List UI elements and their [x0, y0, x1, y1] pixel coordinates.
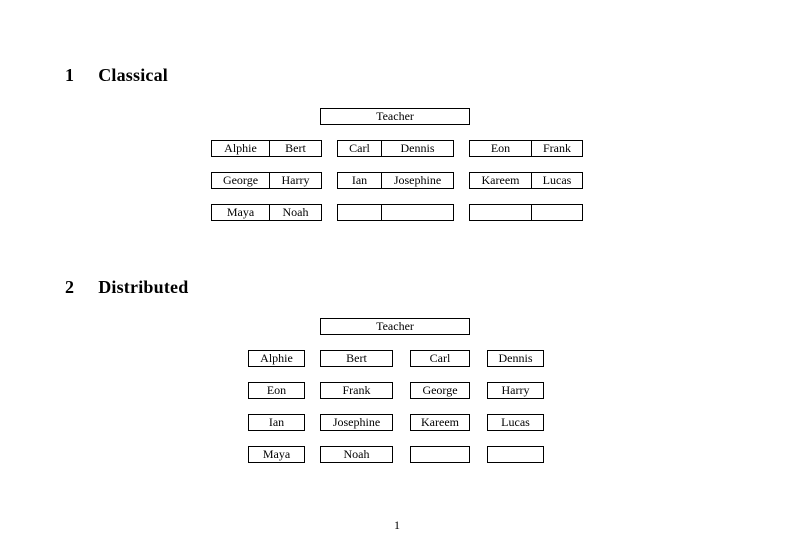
seat-box-empty — [487, 446, 544, 463]
desk: Alphie Bert — [211, 140, 322, 157]
seat-label: Maya — [262, 447, 291, 461]
seat-box: George — [410, 382, 470, 399]
desk-cell-empty — [338, 205, 382, 220]
seat-box: Noah — [320, 446, 393, 463]
section-title: Distributed — [98, 277, 189, 297]
desk: George Harry — [211, 172, 322, 189]
seat-label: Harry — [501, 383, 530, 397]
desk: Kareem Lucas — [469, 172, 583, 189]
seat-label: Eon — [266, 383, 287, 397]
desk-cell: Noah — [282, 205, 309, 219]
desk — [337, 204, 454, 221]
seat-label: Bert — [346, 351, 367, 365]
seat-box: Ian — [248, 414, 305, 431]
desk-cell-empty — [470, 205, 532, 220]
desk-cell: Carl — [338, 141, 382, 156]
teacher-box: Teacher — [320, 108, 470, 125]
seat-label: Alphie — [260, 351, 293, 365]
desk: Maya Noah — [211, 204, 322, 221]
seat-box: Kareem — [410, 414, 470, 431]
seat-label: Dennis — [498, 351, 533, 365]
section-heading-distributed: 2 Distributed — [65, 276, 188, 298]
seat-label: Carl — [429, 351, 451, 365]
desk-cell: Eon — [470, 141, 532, 156]
page-number: 1 — [394, 518, 400, 532]
seat-box: Dennis — [487, 350, 544, 367]
desk-cell: Maya — [212, 205, 270, 220]
seat-box: Bert — [320, 350, 393, 367]
seat-box: Eon — [248, 382, 305, 399]
section-title: Classical — [98, 65, 169, 85]
section-number: 2 — [65, 277, 75, 297]
teacher-box: Teacher — [320, 318, 470, 335]
seat-box: Maya — [248, 446, 305, 463]
section-number: 1 — [65, 65, 75, 85]
seat-box: Frank — [320, 382, 393, 399]
desk-cell: Ian — [338, 173, 382, 188]
desk-cell: Frank — [543, 141, 571, 155]
desk-cell: George — [212, 173, 270, 188]
seat-box-empty — [410, 446, 470, 463]
seat-label: Noah — [343, 447, 370, 461]
desk: Eon Frank — [469, 140, 583, 157]
seat-label: Ian — [268, 415, 285, 429]
seat-box: Carl — [410, 350, 470, 367]
teacher-label: Teacher — [376, 319, 414, 333]
desk-cell: Lucas — [542, 173, 572, 187]
seat-box: Lucas — [487, 414, 544, 431]
desk — [469, 204, 583, 221]
seat-label: Frank — [342, 383, 371, 397]
desk-cell: Alphie — [212, 141, 270, 156]
seat-label: Josephine — [332, 415, 381, 429]
desk-cell: Dennis — [400, 141, 435, 155]
desk-cell: Kareem — [470, 173, 532, 188]
desk: Carl Dennis — [337, 140, 454, 157]
desk-cell: Bert — [285, 141, 306, 155]
seat-label: George — [422, 383, 458, 397]
seat-label: Lucas — [501, 415, 530, 429]
teacher-label: Teacher — [376, 109, 414, 123]
seat-box: Alphie — [248, 350, 305, 367]
desk-cell-empty — [382, 205, 453, 220]
seat-box: Josephine — [320, 414, 393, 431]
seat-label: Kareem — [421, 415, 459, 429]
desk: Ian Josephine — [337, 172, 454, 189]
desk-cell: Harry — [281, 173, 310, 187]
desk-cell-empty — [532, 205, 582, 220]
desk-cell: Josephine — [393, 173, 442, 187]
seat-box: Harry — [487, 382, 544, 399]
section-heading-classical: 1 Classical — [65, 64, 168, 86]
